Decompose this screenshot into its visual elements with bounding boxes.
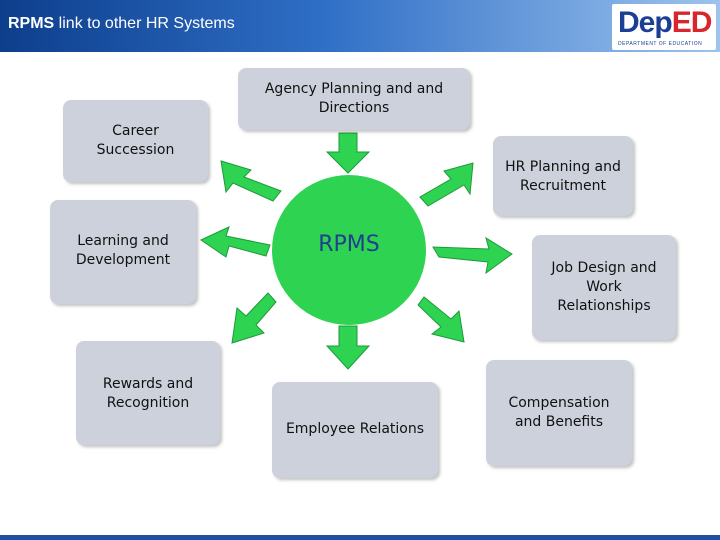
- logo-tagline: DEPARTMENT OF EDUCATION: [618, 41, 703, 47]
- node-employee-relations-label: Employee Relations: [285, 421, 425, 437]
- rpms-center-circle: [272, 175, 426, 325]
- node-learning-development: Learning and Development: [50, 200, 196, 304]
- footer-line: [0, 535, 720, 540]
- deped-logo: DepED DEPARTMENT OF EDUCATION: [612, 4, 716, 50]
- node-compensation-benefits: Compensation and Benefits: [486, 360, 632, 466]
- node-hr-planning: HR Planning and Recruitment: [493, 136, 633, 216]
- node-job-design-label: Job Design and Work Relationships: [551, 260, 657, 314]
- node-agency-planning: Agency Planning and and Directions: [238, 68, 470, 130]
- node-career-succession: Career Succession: [63, 100, 208, 182]
- node-rewards-recognition: Rewards and Recognition: [76, 341, 220, 445]
- node-career-succession-label: Career Succession: [96, 123, 175, 158]
- header-bar: RPMS link to other HR Systems DepED DEPA…: [0, 0, 720, 52]
- logo-part-dep: Dep: [618, 6, 673, 39]
- arrow-down-right: [417, 296, 465, 343]
- node-agency-planning-label: Agency Planning and and Directions: [264, 81, 444, 116]
- page-title: RPMS link to other HR Systems: [8, 15, 235, 33]
- arrow-down-top: [325, 132, 371, 174]
- node-job-design: Job Design and Work Relationships: [532, 235, 676, 340]
- node-compensation-benefits-label: Compensation and Benefits: [508, 395, 610, 430]
- arrow-right: [432, 236, 513, 275]
- logo-part-ed: ED: [671, 6, 713, 39]
- logo-text: DepED: [618, 6, 713, 40]
- node-learning-development-label: Learning and Development: [75, 233, 171, 268]
- arrow-up-left: [220, 160, 282, 202]
- arrow-up-right: [419, 162, 474, 207]
- title-rest: link to other HR Systems: [54, 15, 235, 32]
- title-bold: RPMS: [8, 15, 55, 32]
- rpms-center-label: RPMS: [318, 232, 380, 257]
- arrow-down-bottom: [325, 325, 371, 370]
- node-hr-planning-label: HR Planning and Recruitment: [505, 159, 621, 194]
- arrow-left: [199, 226, 271, 258]
- node-employee-relations: Employee Relations: [272, 382, 438, 478]
- node-rewards-recognition-label: Rewards and Recognition: [102, 376, 194, 411]
- arrow-down-left: [231, 292, 277, 344]
